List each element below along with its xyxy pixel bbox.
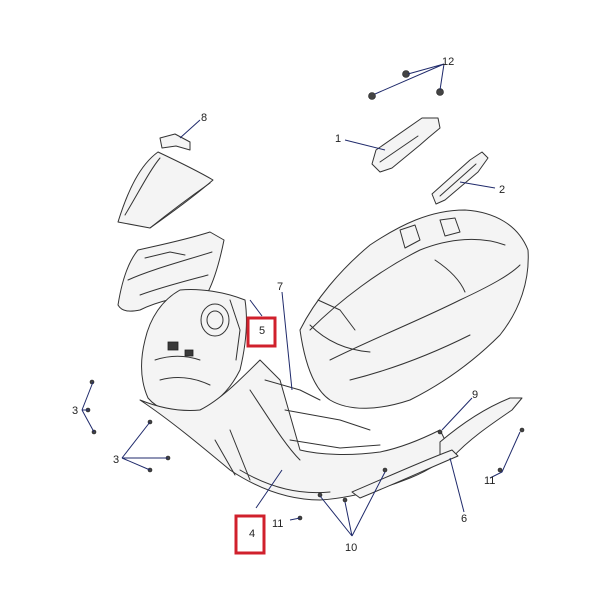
part-8-clip (159, 133, 191, 151)
highlight-box-4 (234, 514, 266, 555)
part-front-inner-panel (141, 289, 247, 414)
callout-8: 8 (201, 112, 207, 124)
callout-3b: 3 (113, 454, 119, 466)
callout-9: 9 (472, 389, 478, 401)
leader-lines (81, 63, 521, 537)
highlight-boxes (234, 316, 277, 555)
highlight-box-5 (246, 316, 277, 348)
part-rear-body (299, 209, 529, 409)
callout-5: 5 (259, 325, 265, 337)
callout-10: 10 (345, 542, 357, 554)
part-windshield (117, 151, 214, 229)
callout-11b: 11 (484, 475, 495, 487)
callout-4: 4 (249, 528, 255, 540)
bolts-12 (368, 70, 444, 100)
part-grab-handle (371, 117, 441, 173)
callout-7: 7 (277, 281, 283, 293)
part-side-rail (431, 151, 489, 205)
callout-6: 6 (461, 513, 467, 525)
callout-12: 12 (442, 56, 454, 68)
callout-3a: 3 (72, 405, 78, 417)
callout-labels: 12 8 1 2 7 3 3 9 11 6 10 11 5 4 (72, 56, 505, 554)
part-side-strip (351, 397, 523, 499)
callout-1: 1 (335, 133, 341, 145)
callout-2: 2 (499, 184, 505, 196)
callout-11a: 11 (272, 518, 283, 530)
